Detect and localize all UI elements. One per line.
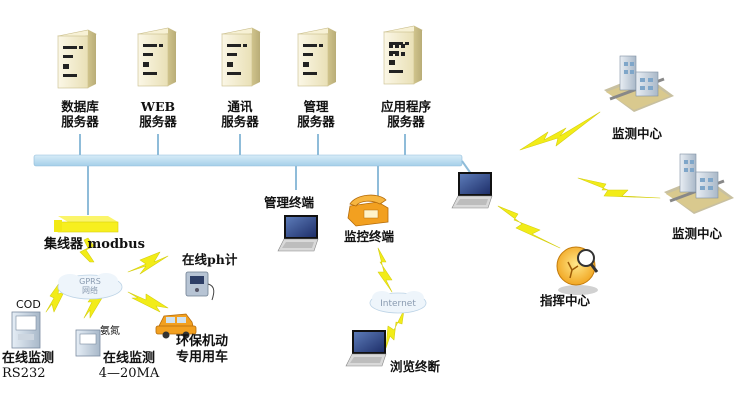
web-server: [137, 27, 177, 87]
management-terminal-laptop: [277, 214, 319, 252]
internet-cloud: [369, 291, 427, 314]
communication-server-label-line1: 通讯: [227, 99, 253, 114]
network-bus: [33, 134, 475, 215]
monitor-terminal-label: 监控终端: [344, 229, 395, 244]
gprs-label-line2: 网络: [82, 286, 98, 295]
application-server: [383, 25, 423, 85]
application-server-label-line1: 应用程序: [380, 99, 431, 114]
web-server-label-line2: 服务器: [139, 114, 177, 129]
rs232-device-label: 在线监测 RS232: [2, 351, 54, 381]
browse-terminal-laptop: [345, 329, 387, 367]
mgmt-terminal-label: 管理终端: [264, 195, 315, 210]
vehicle-label-line2: 专用用车: [176, 350, 229, 365]
communication-server-label: 通讯 服务器: [208, 99, 272, 129]
vehicle-icon: [155, 313, 197, 339]
rs232-device-label-line2: RS232: [2, 366, 46, 381]
hub-label: 集线器 modbus: [44, 237, 145, 252]
database-server-label: 数据库 服务器: [48, 99, 112, 129]
management-server: [297, 27, 337, 87]
gprs-label-line1: GPRS: [79, 277, 101, 286]
communication-server-label-line2: 服务器: [221, 114, 259, 129]
monitor-center-1-buildings: [604, 55, 674, 112]
application-server-label-line2: 服务器: [387, 114, 425, 129]
communication-server: [221, 27, 261, 87]
application-server-label: 应用程序 服务器: [366, 99, 446, 129]
management-server-label-line2: 服务器: [297, 114, 335, 129]
command-center-icon: [556, 246, 599, 295]
ph-meter: [185, 271, 215, 301]
gprs-cloud: [57, 273, 123, 300]
monitor-center-2-buildings: [664, 153, 734, 214]
gprs-label: GPRS 网络: [64, 277, 116, 295]
ma-device-label-line1: 在线监测: [102, 351, 155, 366]
database-server-label-line2: 服务器: [61, 114, 99, 129]
internet-label: Internet: [380, 299, 416, 309]
browse-terminal-label: 浏览终断: [390, 359, 441, 374]
vehicle-label: 环保机动 专用用车: [176, 334, 228, 366]
monitor-center-2-label: 监测中心: [672, 226, 723, 241]
phone-icon: [347, 194, 389, 227]
monitor-center-1-label: 监测中心: [612, 126, 663, 141]
rs232-device-label-line1: 在线监测: [2, 351, 55, 366]
database-server: [57, 29, 97, 89]
relay-laptop: [451, 171, 493, 209]
web-server-label-line1: WEB: [140, 99, 176, 114]
command-center-label: 指挥中心: [540, 293, 591, 308]
web-server-label: WEB 服务器: [126, 99, 190, 129]
monitor-device-4-20ma: [75, 329, 101, 357]
hub-device: [54, 216, 119, 233]
cod-label: COD: [16, 298, 41, 311]
ph-meter-label: 在线ph计: [182, 252, 238, 267]
vehicle-label-line1: 环保机动: [176, 334, 229, 349]
monitor-device-rs232: [11, 311, 41, 349]
ammonia-label: 氨氮: [100, 326, 120, 337]
ma-device-label-line2: 4—20MA: [98, 366, 160, 381]
database-server-label-line1: 数据库: [61, 99, 99, 114]
ma-device-label: 在线监测 4—20MA: [90, 351, 168, 381]
management-server-label: 管理 服务器: [284, 99, 348, 129]
wireless-links: [45, 111, 661, 349]
management-server-label-line1: 管理: [303, 99, 329, 114]
